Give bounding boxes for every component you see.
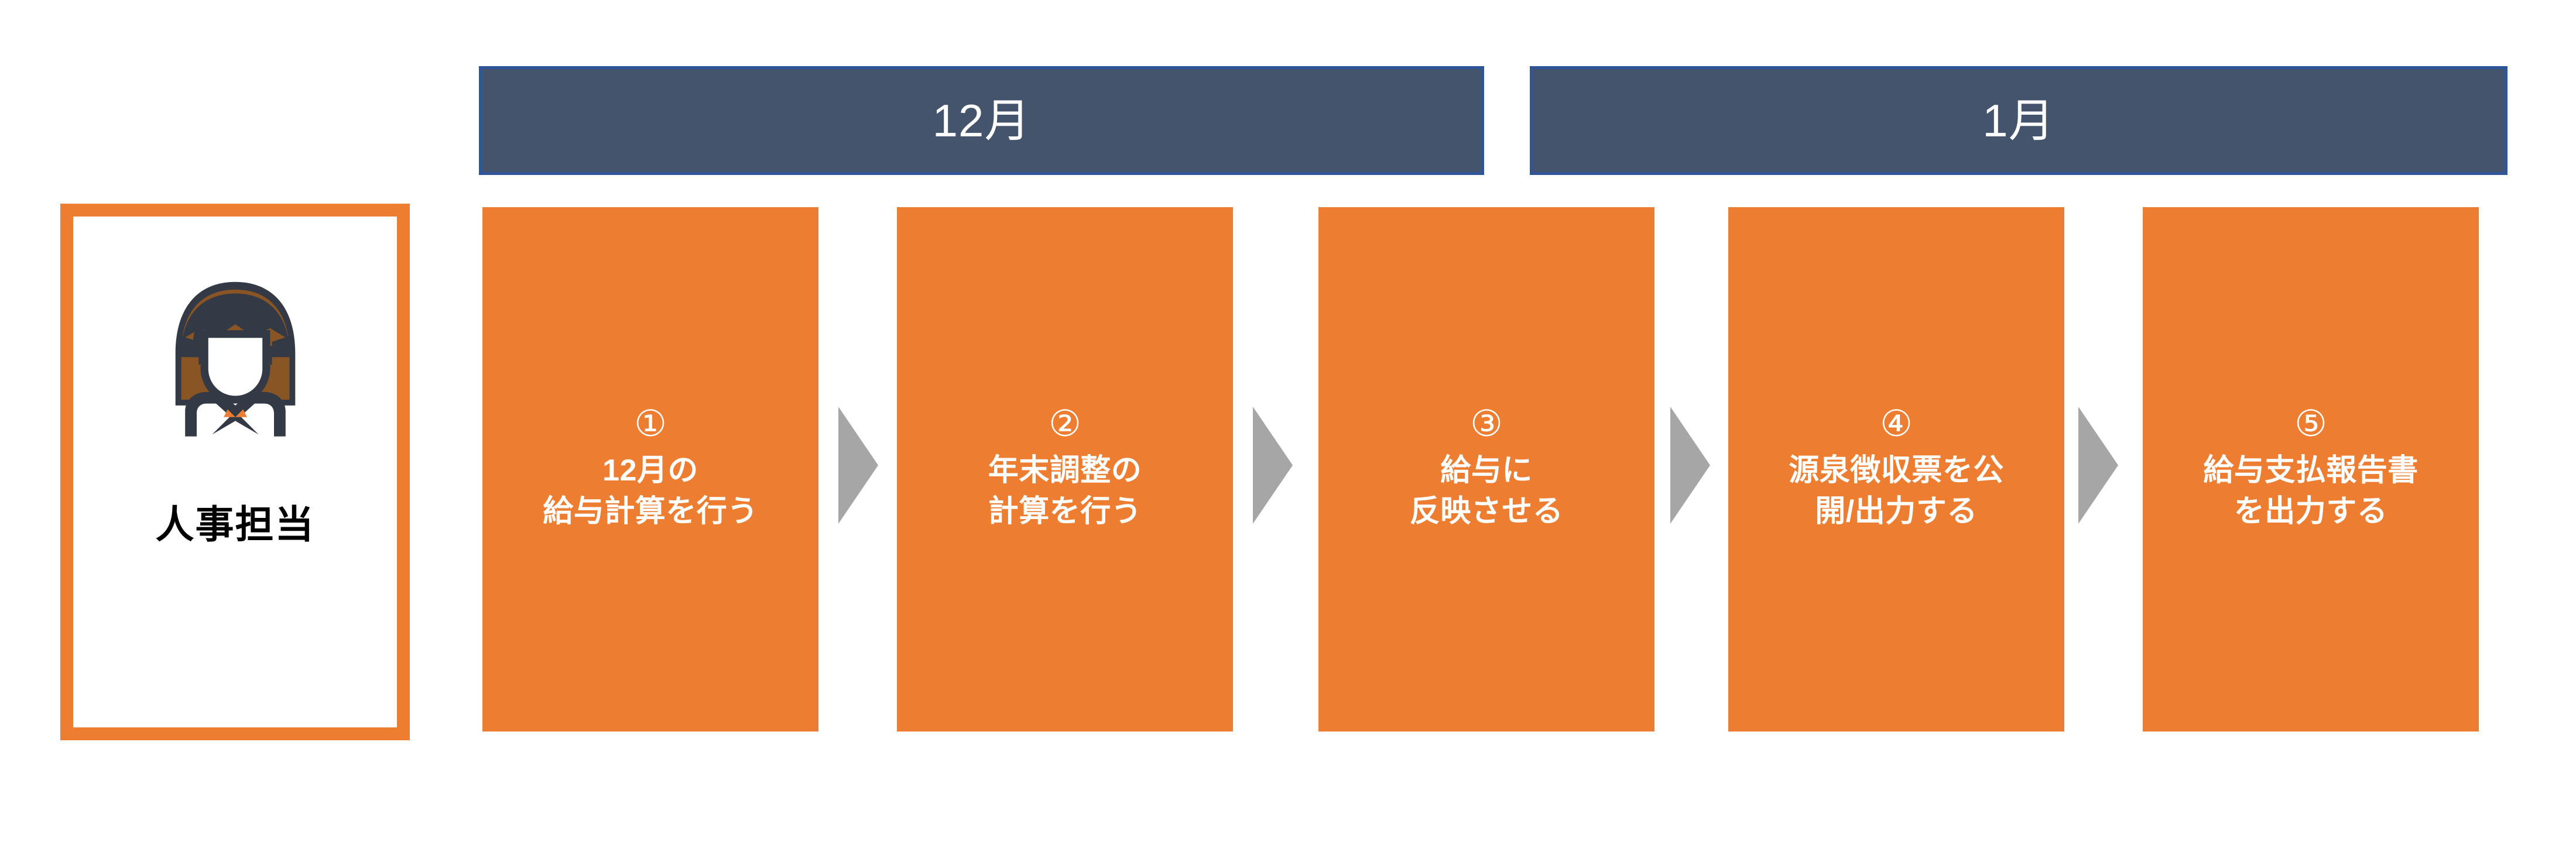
right-triangle-arrow-icon xyxy=(838,407,878,524)
step-box-5[interactable]: ⑤ 給与支払報告書 を出力する xyxy=(2143,207,2479,732)
right-triangle-arrow-icon xyxy=(1253,407,1293,524)
step-number-badge: ② xyxy=(1049,404,1081,445)
month-header-january: 1月 xyxy=(1530,66,2508,175)
step-label: 給与支払報告書 を出力する xyxy=(2203,454,2419,528)
right-triangle-arrow-icon xyxy=(2078,407,2118,524)
actor-card: 人事担当 xyxy=(60,204,410,740)
month-header-december: 12月 xyxy=(479,66,1484,175)
female-person-icon xyxy=(139,265,332,458)
actor-label: 人事担当 xyxy=(155,503,315,546)
step-label: 年末調整の 計算を行う xyxy=(988,454,1142,528)
step-box-4[interactable]: ④ 源泉徴収票を公 開/出力する xyxy=(1728,207,2064,732)
step-label: 源泉徴収票を公 開/出力する xyxy=(1789,454,2004,528)
step-box-2[interactable]: ② 年末調整の 計算を行う xyxy=(897,207,1233,732)
step-number-badge: ⑤ xyxy=(2294,404,2327,445)
step-number-badge: ③ xyxy=(1470,404,1503,445)
step-number-badge: ④ xyxy=(1880,404,1913,445)
step-label: 12月の 給与計算を行う xyxy=(543,454,758,528)
step-label: 給与に 反映させる xyxy=(1409,454,1564,528)
month-header-label: 12月 xyxy=(932,95,1031,146)
step-box-1[interactable]: ① 12月の 給与計算を行う xyxy=(482,207,818,732)
step-number-badge: ① xyxy=(634,404,667,445)
step-box-3[interactable]: ③ 給与に 反映させる xyxy=(1318,207,1654,732)
month-header-label: 1月 xyxy=(1982,95,2055,146)
right-triangle-arrow-icon xyxy=(1670,407,1710,524)
